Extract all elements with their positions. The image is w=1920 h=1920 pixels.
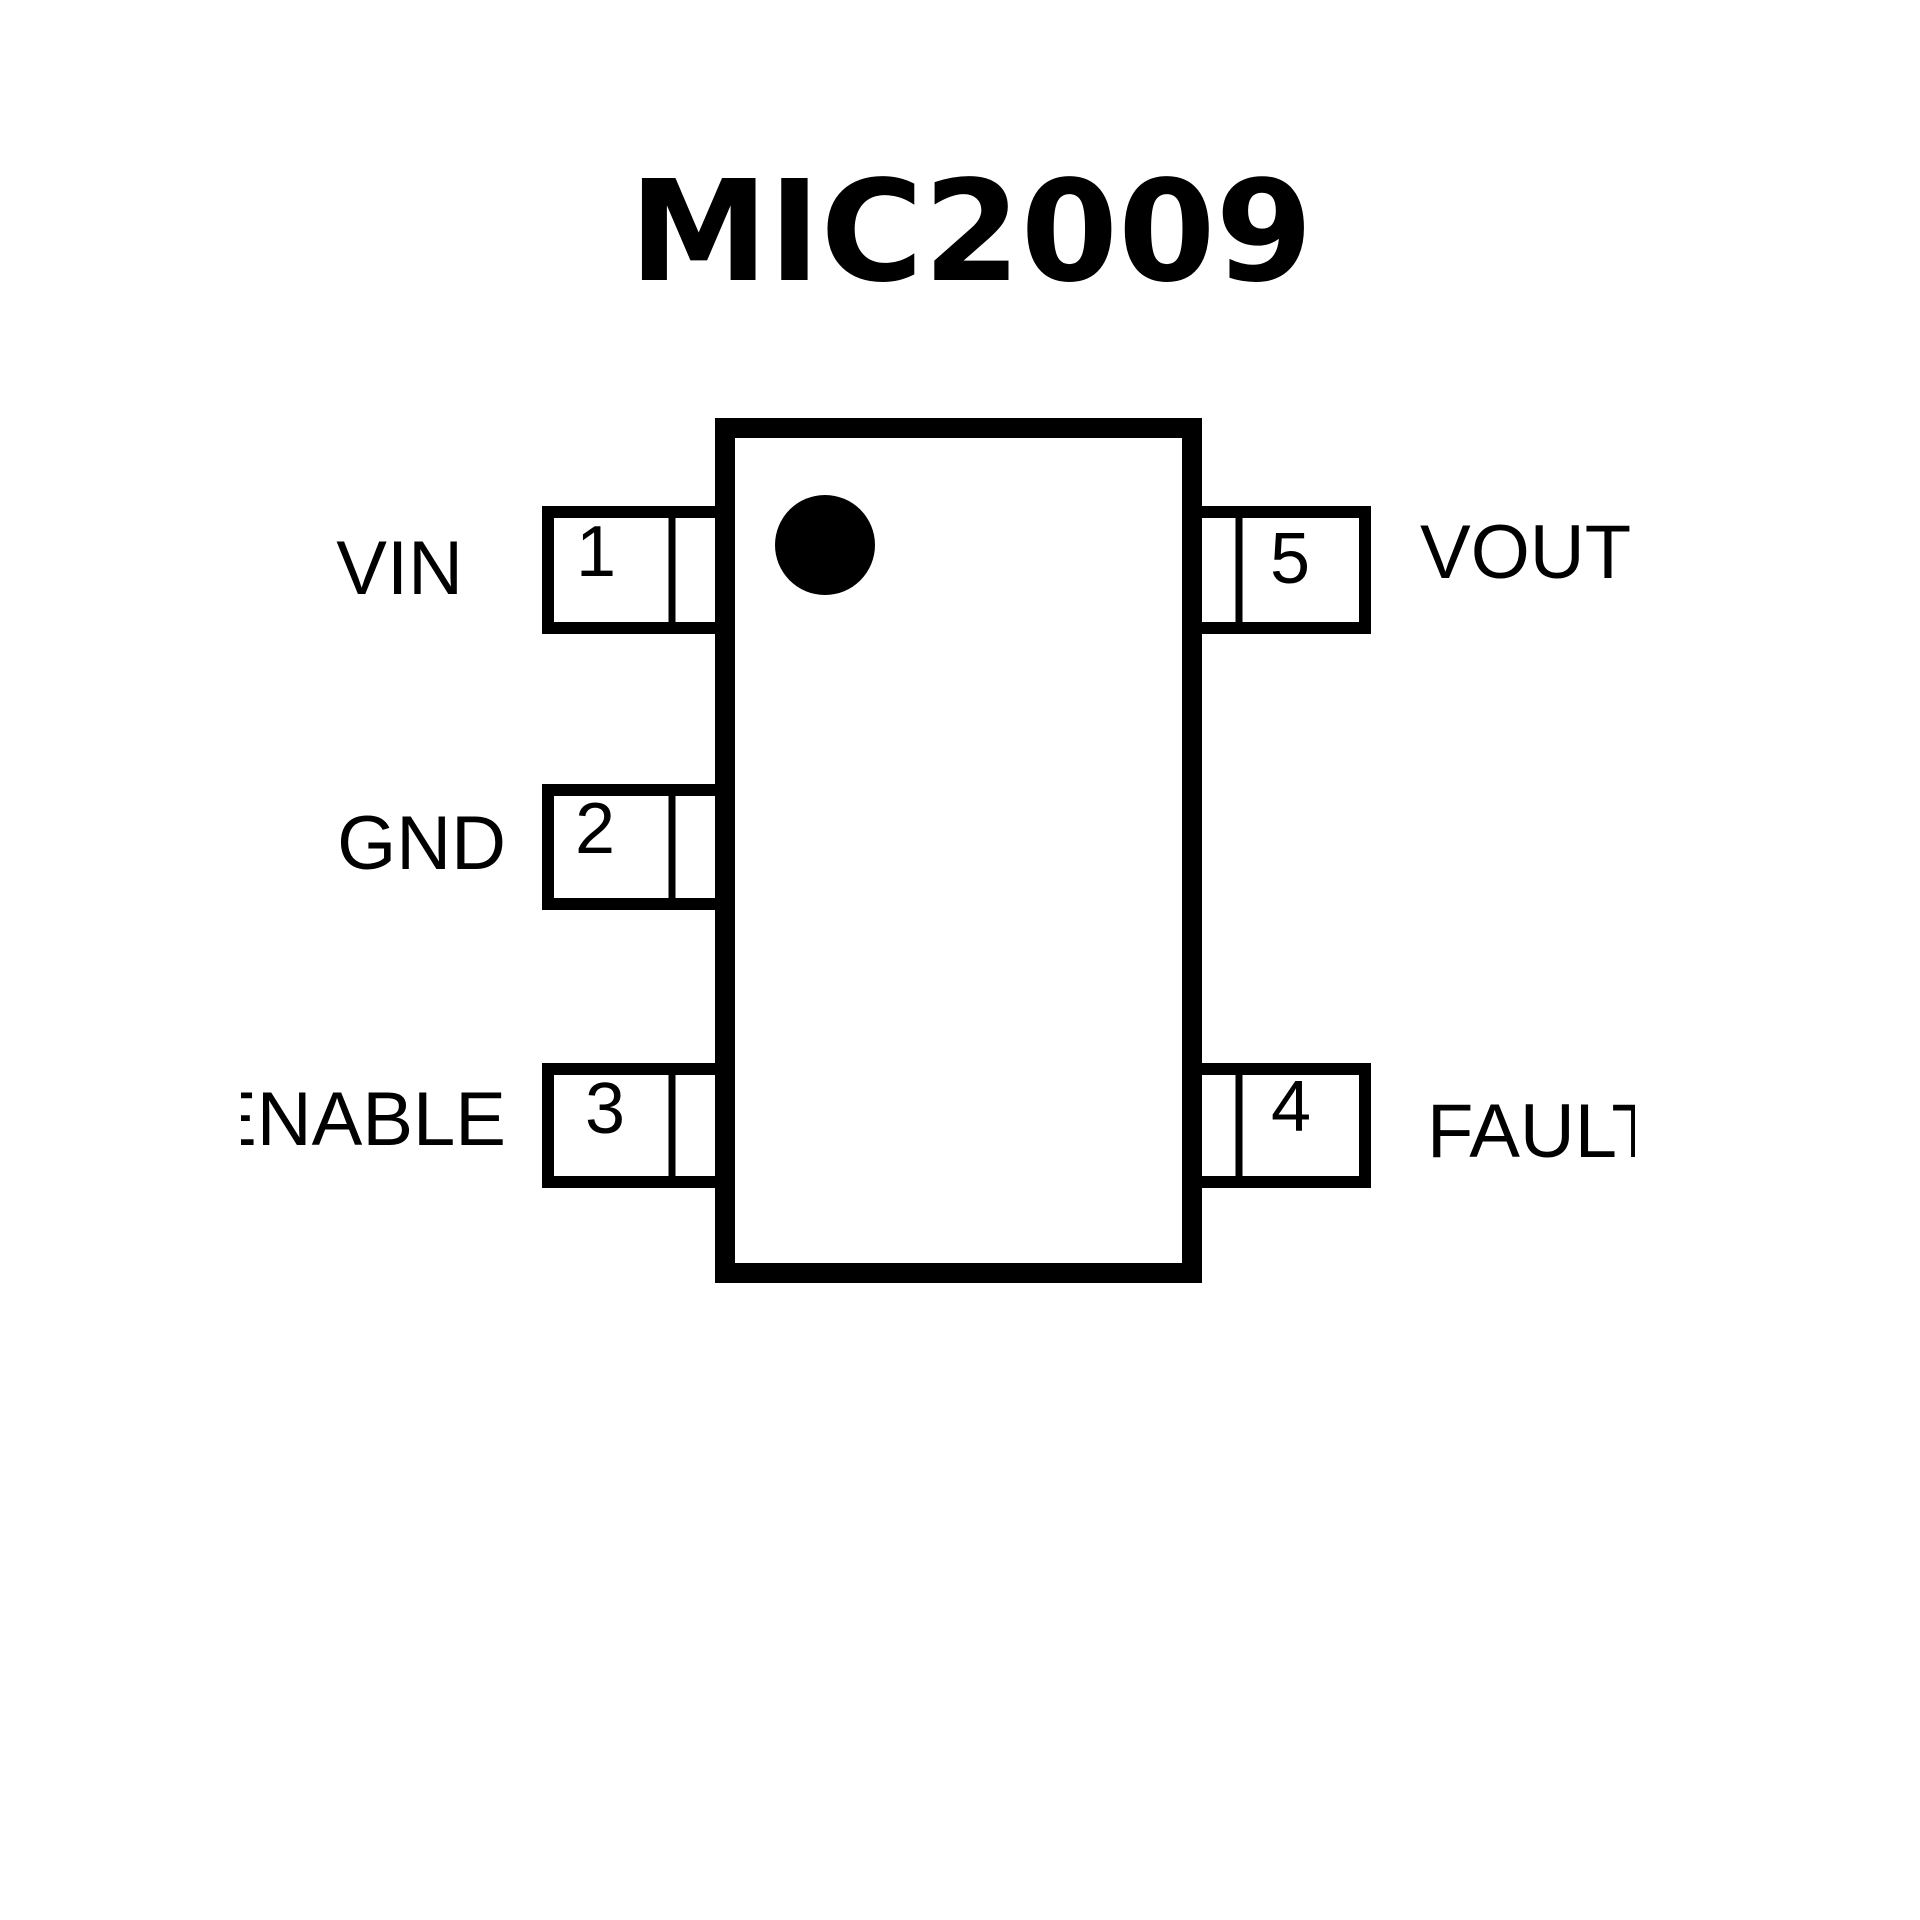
pin-3 [542, 1063, 729, 1188]
pin-number-2: 2 [575, 789, 615, 869]
pin-label-gnd: GND [337, 801, 506, 886]
pin-1 [542, 506, 729, 634]
pin-label-vout: VOUT [1420, 510, 1631, 595]
pin-label-vin: VIN [336, 526, 463, 611]
pin1-indicator-dot [775, 495, 875, 595]
pin-label-enable: ENABLE [206, 1077, 506, 1162]
chip-title: MIC2009 [629, 151, 1313, 314]
pin-number-5: 5 [1270, 519, 1310, 599]
pin-number-1: 1 [576, 512, 616, 592]
pin-label-fault: FAULT/ [1427, 1089, 1680, 1174]
pin-number-3: 3 [585, 1069, 625, 1149]
pin-number-4: 4 [1271, 1067, 1311, 1147]
